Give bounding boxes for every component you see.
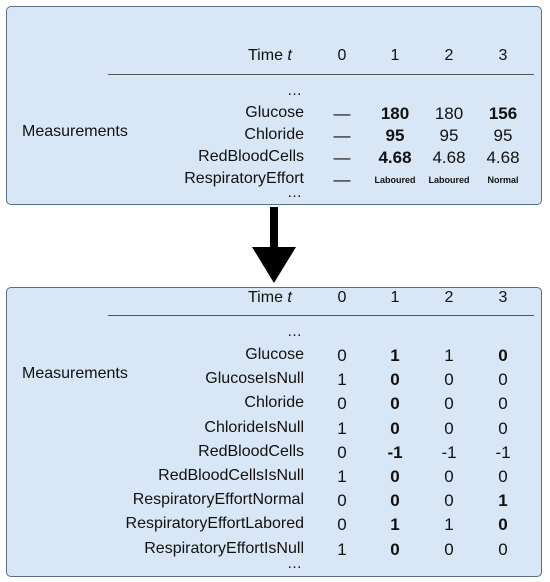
row-value: Normal <box>487 175 519 185</box>
column-header-2: 2 <box>444 47 454 64</box>
row-value: 0 <box>444 491 454 511</box>
row-label: RedBloodCells <box>198 442 304 460</box>
time-label: Time <box>248 47 283 64</box>
row-label: Glucose <box>245 346 304 363</box>
row-value: 0 <box>337 394 347 414</box>
row-value: 95 <box>493 126 513 145</box>
raw-measurements-panel <box>6 6 542 205</box>
row-value: — <box>333 104 351 123</box>
row-value: 180 <box>380 104 410 123</box>
ellipsis-bottom: … <box>287 555 303 572</box>
row-value: 4.68 <box>486 148 520 167</box>
row-value: 0 <box>498 515 508 535</box>
row-value: 1 <box>337 370 347 390</box>
row-value: 95 <box>385 126 405 145</box>
column-header-2: 2 <box>444 289 454 306</box>
row-value: 0 <box>390 370 400 390</box>
row-label: RespiratoryEffortIsNull <box>144 539 304 557</box>
row-value: 180 <box>434 104 464 123</box>
row-value: -1 <box>441 442 457 462</box>
column-header-1: 1 <box>390 47 400 64</box>
row-value: 0 <box>337 442 347 462</box>
row-value: 4.68 <box>432 148 466 167</box>
column-header-1: 1 <box>390 289 400 306</box>
row-value: 0 <box>390 539 400 559</box>
row-value: 0 <box>444 467 454 486</box>
row-label: RedBloodCells <box>198 148 304 165</box>
row-value: 0 <box>498 539 508 559</box>
row-value: 1 <box>337 418 347 438</box>
row-value: 0 <box>390 394 400 414</box>
ellipsis-top: … <box>287 82 303 99</box>
row-value: 1 <box>390 346 400 365</box>
down-arrow-icon <box>252 207 296 283</box>
row-label: Chloride <box>244 394 304 412</box>
time-header: Time t <box>248 289 292 307</box>
row-label: RedBloodCellsIsNull <box>158 467 304 484</box>
row-value: 1 <box>444 515 454 535</box>
time-variable: t <box>287 47 292 64</box>
row-label: Chloride <box>244 126 304 143</box>
column-header-3: 3 <box>498 47 508 64</box>
row-label: GlucoseIsNull <box>205 370 304 388</box>
row-value: Laboured <box>428 175 470 185</box>
column-header-3: 3 <box>498 289 508 306</box>
row-value: 0 <box>498 346 508 365</box>
row-value: 1 <box>390 515 400 535</box>
time-variable: t <box>287 289 292 306</box>
row-value: 0 <box>444 539 454 559</box>
row-value: 95 <box>439 126 459 145</box>
ellipsis-top: … <box>287 323 303 340</box>
encoded-measurements-panel <box>6 287 542 577</box>
row-value: — <box>333 126 351 145</box>
ellipsis-bottom: … <box>287 184 303 201</box>
row-label: Glucose <box>245 104 304 121</box>
row-value: 0 <box>498 394 508 414</box>
row-value: 156 <box>488 104 518 123</box>
row-value: 0 <box>390 467 400 486</box>
row-value: -1 <box>387 442 403 462</box>
group-label: Measurements <box>22 123 128 140</box>
column-header-0: 0 <box>337 47 347 64</box>
row-value: 1 <box>498 491 508 511</box>
row-label: ChlorideIsNull <box>204 418 304 436</box>
row-value: 4.68 <box>378 148 412 167</box>
time-label: Time <box>248 289 283 306</box>
row-value: 0 <box>337 515 347 535</box>
row-value: 0 <box>444 370 454 390</box>
row-value: Laboured <box>374 175 416 185</box>
row-value: 0 <box>498 467 508 486</box>
row-label: RespiratoryEffortLabored <box>125 515 304 533</box>
header-rule <box>108 74 534 75</box>
row-label: RespiratoryEffort <box>184 170 304 187</box>
row-value: 0 <box>444 418 454 438</box>
row-value: 0 <box>390 418 400 438</box>
row-value: 0 <box>444 394 454 414</box>
row-value: 0 <box>337 346 347 365</box>
row-value: 0 <box>498 418 508 438</box>
row-value: 0 <box>337 491 347 511</box>
row-value: 0 <box>390 491 400 511</box>
column-header-0: 0 <box>337 289 347 306</box>
row-value: — <box>333 148 351 167</box>
row-value: 0 <box>498 370 508 390</box>
time-header: Time t <box>248 47 292 65</box>
row-value: -1 <box>495 442 511 462</box>
row-value: 1 <box>337 539 347 559</box>
group-label: Measurements <box>22 365 128 382</box>
row-label: RespiratoryEffortNormal <box>132 491 304 509</box>
row-value: — <box>333 170 351 189</box>
header-rule <box>108 315 534 316</box>
row-value: 1 <box>337 467 347 486</box>
row-value: 1 <box>444 346 454 365</box>
